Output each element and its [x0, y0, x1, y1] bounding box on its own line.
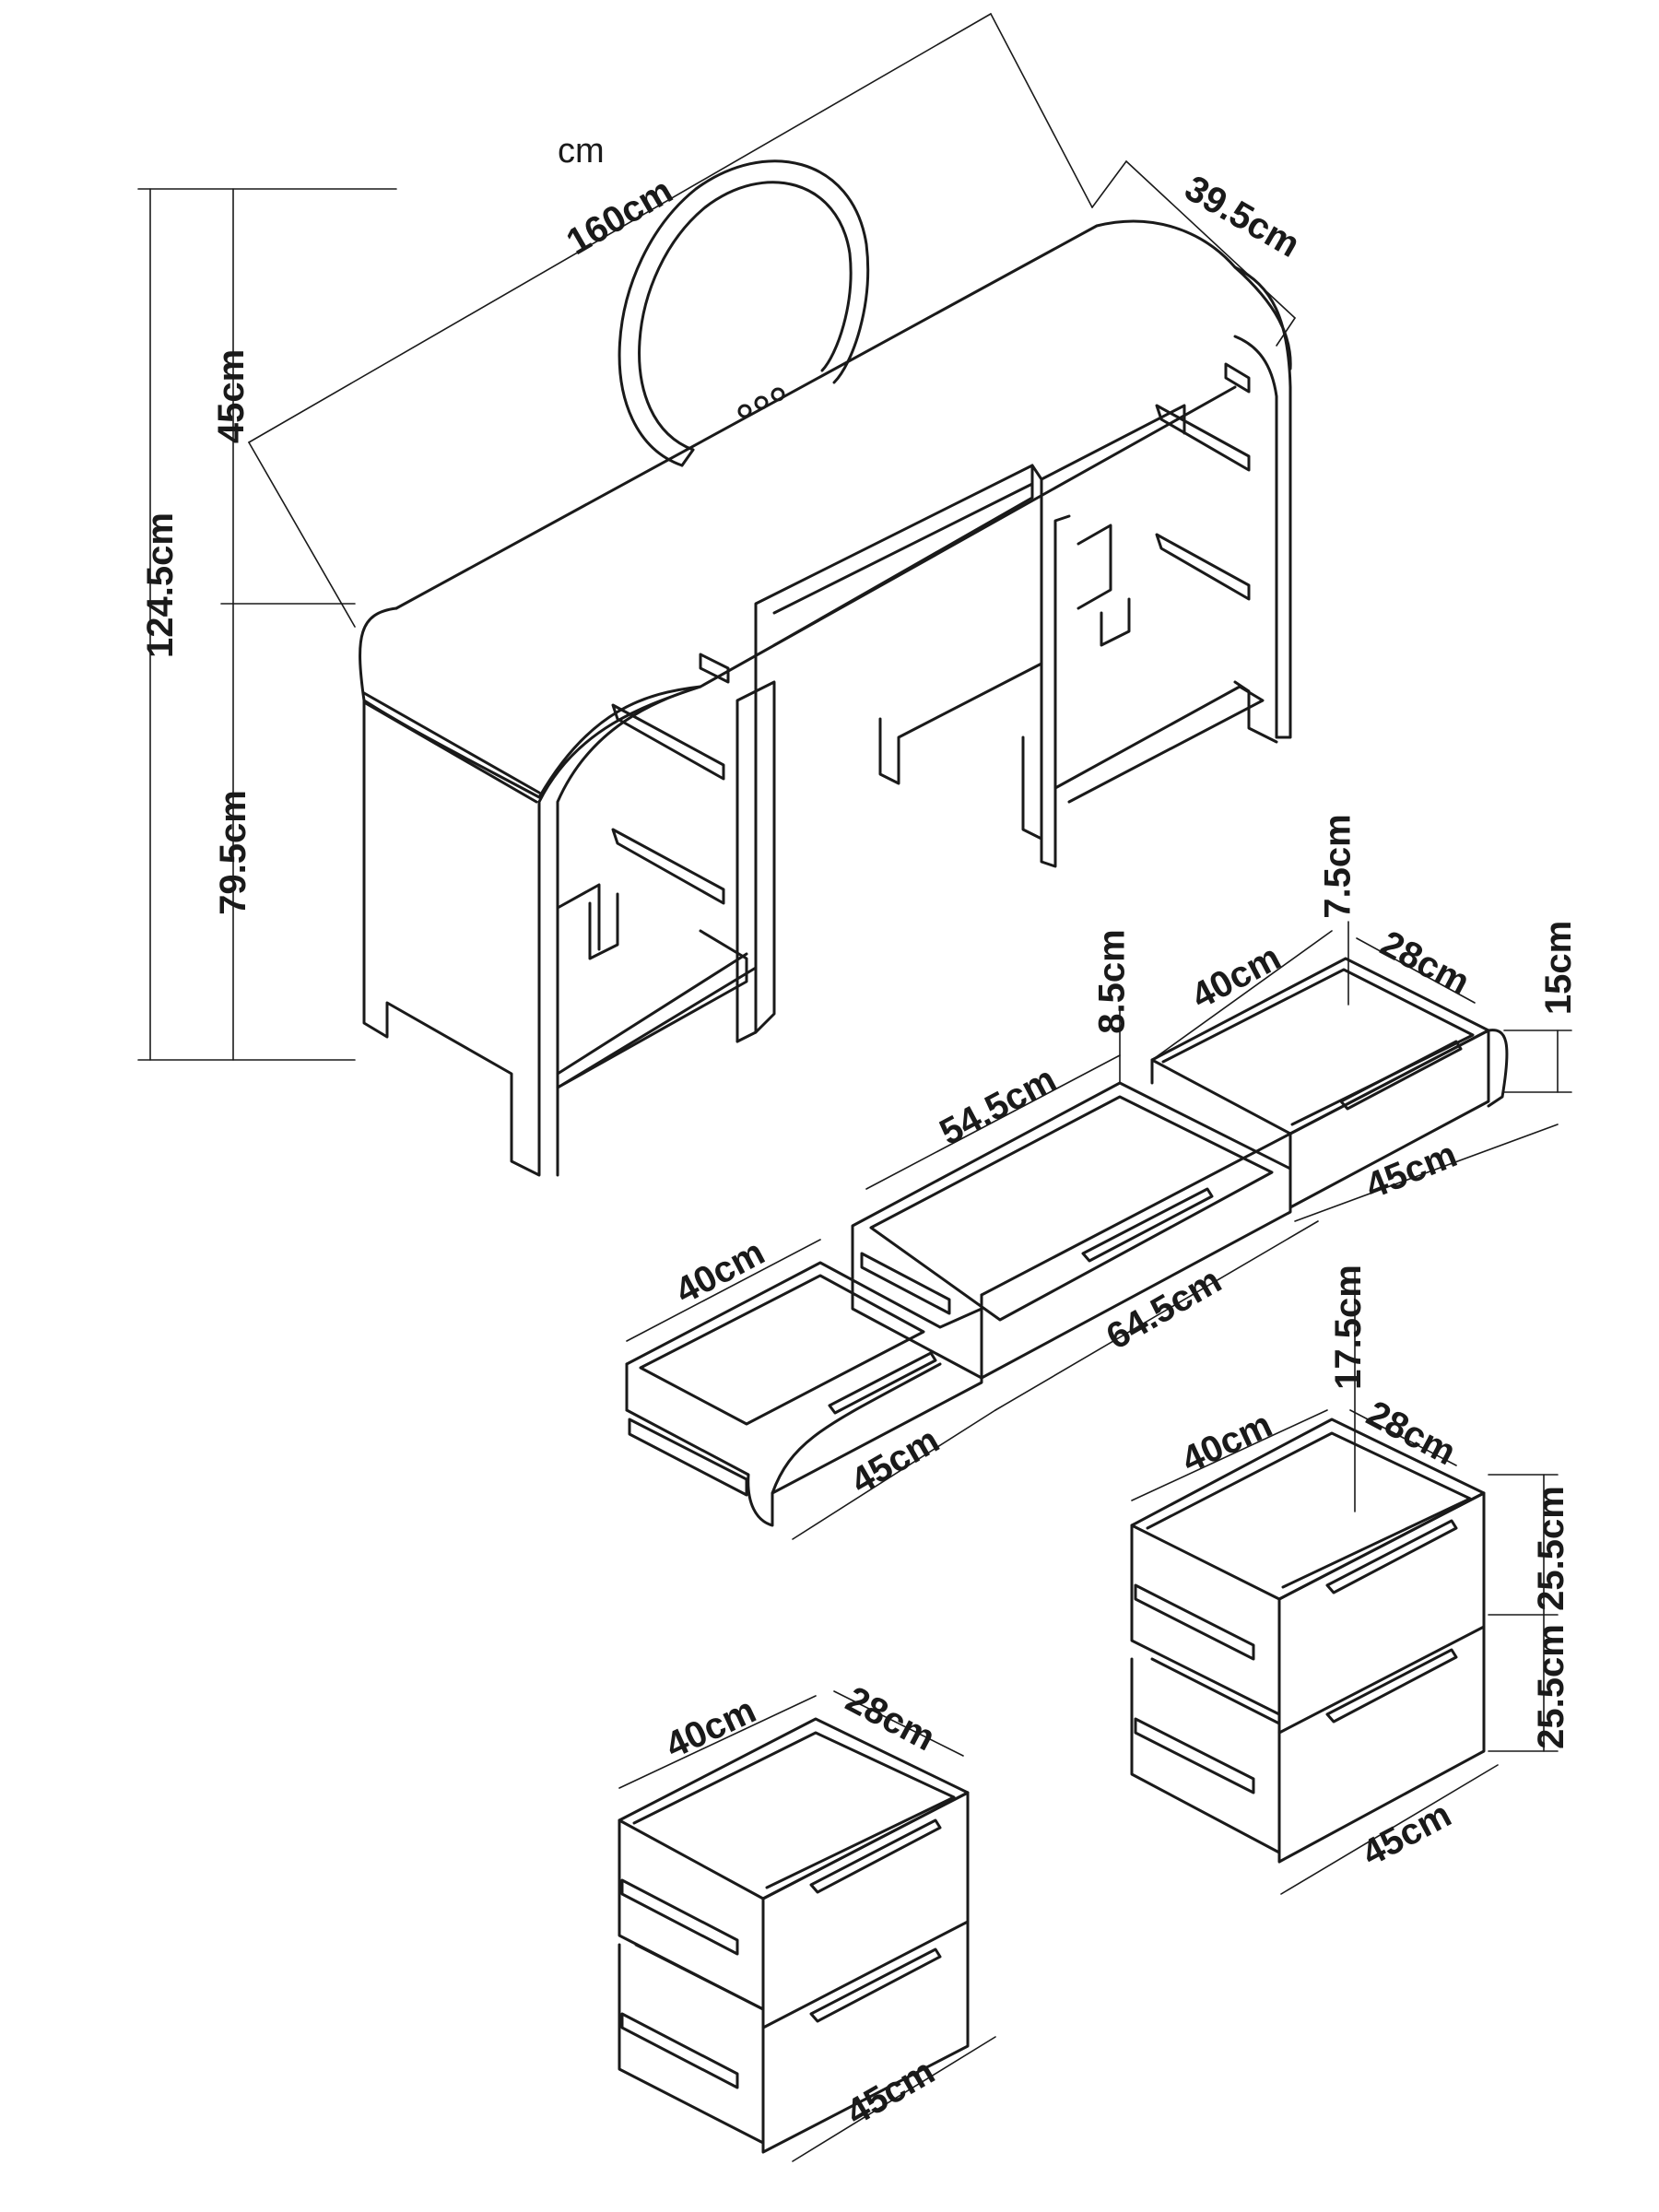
left-drawer [625, 1261, 983, 1527]
drawer-rail-icon [620, 2012, 739, 2089]
left-drawer-stack [618, 1717, 970, 2154]
dim-mirror-height: 45cm [211, 348, 253, 444]
dim-total-height: 124.5cm [139, 512, 181, 658]
drawer-rail-icon [1134, 1717, 1255, 1794]
dim-right-stack-lower-height: 25.5cm [1530, 1624, 1571, 1749]
unit-label: cm [558, 132, 605, 171]
dim-center-drawer-height: 8.5cm [1091, 929, 1133, 1034]
dim-right-stack-top-height: 17.5cm [1327, 1265, 1369, 1390]
drawer-rail-icon [860, 1252, 951, 1315]
dim-table-height: 79.5cm [212, 790, 253, 915]
small-drawer-right [1150, 957, 1509, 1209]
drawer-rail-icon [628, 1418, 748, 1497]
drawer-rail-icon [611, 362, 1251, 905]
dim-small-drawer-front-height: 15cm [1538, 920, 1580, 1016]
dim-right-stack-upper-height: 25.5cm [1530, 1486, 1571, 1611]
right-drawer-stack [1130, 1418, 1486, 1864]
drawer-rail-icon [620, 1878, 739, 1956]
vanity-table [359, 159, 1292, 1177]
drawer-rail-icon [1134, 1583, 1255, 1661]
dim-small-drawer-top-height: 7.5cm [1317, 814, 1359, 919]
round-led-mirror-icon [618, 159, 870, 467]
dimension-lines [137, 13, 1572, 2162]
